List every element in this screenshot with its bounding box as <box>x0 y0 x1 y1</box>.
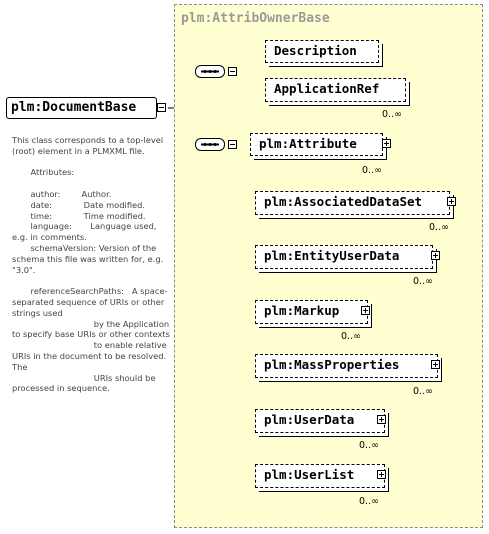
multiplicity-label: 0..∞ <box>341 331 361 342</box>
documentation-text: This class corresponds to a top-level (r… <box>12 135 170 394</box>
expand-icon[interactable] <box>361 306 370 315</box>
group-title: plm:AttribOwnerBase <box>181 11 330 26</box>
expand-icon[interactable] <box>377 470 386 479</box>
expand-icon[interactable] <box>382 139 391 148</box>
collapse-icon[interactable] <box>157 103 166 112</box>
expand-icon[interactable] <box>431 251 440 260</box>
expand-icon[interactable] <box>431 360 440 369</box>
multiplicity-label: 0..∞ <box>359 496 379 507</box>
element-description[interactable]: Description <box>265 40 379 63</box>
expand-icon[interactable] <box>377 415 386 424</box>
multiplicity-label: 0..∞ <box>359 440 379 451</box>
collapse-icon[interactable] <box>228 140 237 149</box>
root-label: plm:DocumentBase <box>11 100 137 115</box>
multiplicity-label: 0..∞ <box>413 276 433 287</box>
multiplicity-label: 0..∞ <box>413 386 433 397</box>
element-userdata[interactable]: plm:UserData <box>255 409 385 433</box>
multiplicity-label: 0..∞ <box>382 109 402 120</box>
collapse-icon[interactable] <box>228 67 237 76</box>
root-node[interactable]: plm:DocumentBase <box>6 97 157 119</box>
element-massproperties[interactable]: plm:MassProperties <box>255 354 438 378</box>
element-markup[interactable]: plm:Markup <box>255 300 368 324</box>
element-attribute[interactable]: plm:Attribute <box>250 133 383 156</box>
sequence-compositor-icon[interactable] <box>195 65 225 78</box>
element-associateddataset[interactable]: plm:AssociatedDataSet <box>255 191 450 215</box>
sequence-compositor-icon[interactable] <box>195 138 225 151</box>
multiplicity-label: 0..∞ <box>362 165 382 176</box>
multiplicity-label: 0..∞ <box>429 222 449 233</box>
expand-icon[interactable] <box>447 197 456 206</box>
element-entityuserdata[interactable]: plm:EntityUserData <box>255 245 433 269</box>
element-applicationref[interactable]: ApplicationRef <box>265 78 406 102</box>
element-userlist[interactable]: plm:UserList <box>255 464 385 488</box>
